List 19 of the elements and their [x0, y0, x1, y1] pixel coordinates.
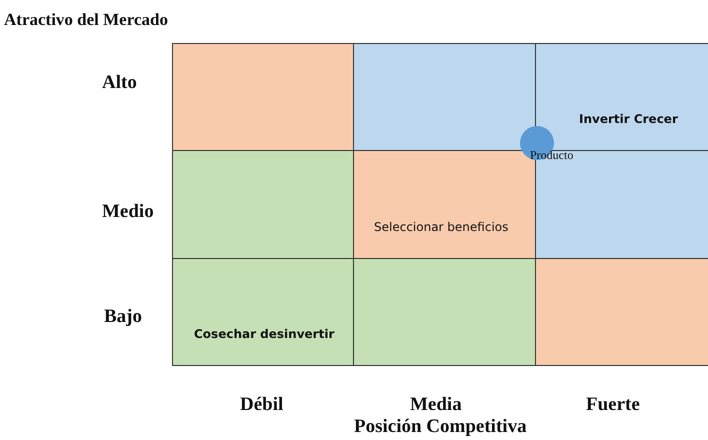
- matrix-cell: [535, 43, 708, 151]
- axis-title: Atractivo del Mercado: [4, 10, 168, 30]
- matrix-cell: [172, 258, 354, 366]
- marker-caption: Producto: [530, 148, 574, 163]
- cell-label: Cosechar desinvertir: [194, 327, 334, 341]
- axis-title: Posición Competitiva: [354, 416, 527, 438]
- matrix-cell: [172, 43, 354, 151]
- matrix-cell: [535, 258, 708, 366]
- cell-label: Invertir Crecer: [579, 112, 678, 126]
- column-label: Fuerte: [586, 394, 640, 416]
- column-label: Media: [410, 394, 462, 416]
- column-label: Débil: [240, 394, 284, 416]
- row-label: Alto: [102, 72, 137, 94]
- row-label: Medio: [102, 201, 154, 223]
- row-label: Bajo: [104, 306, 142, 328]
- matrix-cell: [353, 258, 536, 366]
- matrix-cell: [353, 43, 536, 151]
- cell-label: Seleccionar beneficios: [374, 220, 508, 234]
- matrix-cell: [172, 150, 354, 259]
